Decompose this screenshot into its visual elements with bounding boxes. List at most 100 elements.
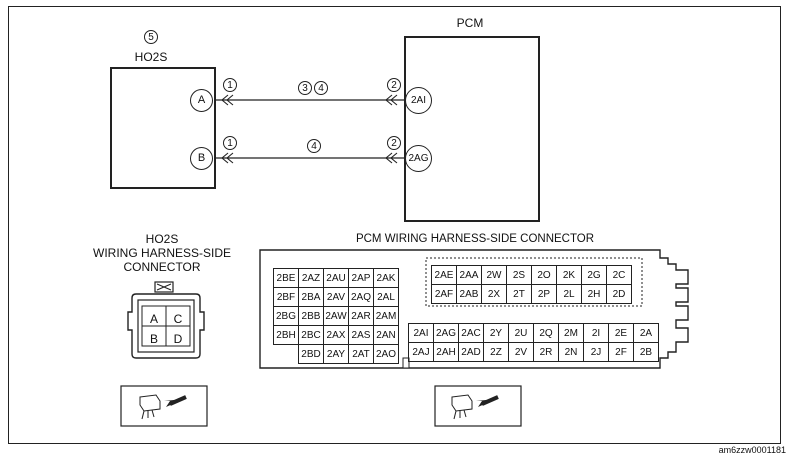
- pin-2AN: 2AN: [373, 325, 399, 345]
- pin-empty: [274, 345, 299, 364]
- pin-2AF: 2AF: [431, 284, 457, 304]
- circuit-4-bottom: 4: [307, 139, 321, 153]
- ho2s-box: [110, 67, 216, 189]
- pin-2AU: 2AU: [323, 268, 349, 288]
- pin-2J: 2J: [583, 342, 609, 362]
- pin-2AT: 2AT: [348, 344, 374, 364]
- pin-2AY: 2AY: [323, 344, 349, 364]
- pin-2BH: 2BH: [273, 325, 299, 345]
- ho2s-pin-d: D: [173, 332, 183, 346]
- pcm-right-bottom-row: 2AI 2AG 2AC 2Y 2U 2Q 2M 2I 2E 2A: [408, 323, 659, 343]
- pin-2AR: 2AR: [348, 306, 374, 326]
- pcm-left-block: 2BE 2AZ 2AU 2AP 2AK 2BF 2BA 2AV 2AQ 2AL …: [273, 268, 399, 364]
- pcm-terminal-2ag: 2AG: [405, 145, 432, 172]
- pin-2AG: 2AG: [433, 323, 459, 343]
- pin-2I: 2I: [583, 323, 609, 343]
- ho2s-connector-title-1: HO2S: [145, 232, 179, 246]
- pin-2T: 2T: [506, 284, 532, 304]
- pin-2AO: 2AO: [373, 344, 399, 364]
- ho2s-terminal-b: B: [190, 147, 213, 170]
- pin-2AW: 2AW: [323, 306, 349, 326]
- pin-2B: 2B: [633, 342, 659, 362]
- ho2s-terminal-a: A: [190, 89, 213, 112]
- pin-2BC: 2BC: [298, 325, 324, 345]
- pin-2BG: 2BG: [273, 306, 299, 326]
- pin-2AZ: 2AZ: [298, 268, 324, 288]
- pin-2BF: 2BF: [273, 287, 299, 307]
- circuit-1-top: 1: [223, 78, 237, 92]
- ho2s-connector-title-2: WIRING HARNESS-SIDE: [92, 246, 232, 260]
- pin-2O: 2O: [531, 265, 557, 285]
- pin-2Q: 2Q: [533, 323, 559, 343]
- circuit-4-top: 4: [314, 81, 328, 95]
- pin-2F: 2F: [608, 342, 634, 362]
- ho2s-pin-a: A: [149, 312, 159, 326]
- pin-2AC: 2AC: [458, 323, 484, 343]
- pin-2BA: 2BA: [298, 287, 324, 307]
- pin-2AA: 2AA: [456, 265, 482, 285]
- figure-code: am6zzw0001181: [718, 445, 786, 455]
- circuit-3: 3: [298, 81, 312, 95]
- pin-2V: 2V: [508, 342, 534, 362]
- ho2s-connector-face: [127, 281, 205, 359]
- pin-2AV: 2AV: [323, 287, 349, 307]
- circuit-1-bottom: 1: [223, 136, 237, 150]
- diagram-frame: [8, 6, 781, 444]
- pin-2AS: 2AS: [348, 325, 374, 345]
- pcm-right-bottom-block: 2AI 2AG 2AC 2Y 2U 2Q 2M 2I 2E 2A 2AJ 2AH…: [408, 323, 659, 362]
- view-direction-icon: [434, 385, 522, 427]
- pcm-label: PCM: [456, 16, 484, 30]
- pin-2L: 2L: [556, 284, 582, 304]
- ho2s-pin-b: B: [149, 332, 159, 346]
- pin-2R: 2R: [533, 342, 559, 362]
- pin-2AI: 2AI: [408, 323, 434, 343]
- pcm-left-row: 2BG 2BB 2AW 2AR 2AM: [273, 306, 399, 326]
- ho2s-label: HO2S: [134, 50, 168, 64]
- pin-2X: 2X: [481, 284, 507, 304]
- pcm-left-row: 2BE 2AZ 2AU 2AP 2AK: [273, 268, 399, 288]
- pin-2S: 2S: [506, 265, 532, 285]
- pcm-box: [404, 36, 540, 222]
- pcm-left-row: 2BD 2AY 2AT 2AO: [274, 344, 399, 364]
- pin-2G: 2G: [581, 265, 607, 285]
- pin-2A: 2A: [633, 323, 659, 343]
- pcm-right-top-block: 2AE 2AA 2W 2S 2O 2K 2G 2C 2AF 2AB 2X 2T …: [431, 265, 632, 304]
- pin-2BB: 2BB: [298, 306, 324, 326]
- pcm-right-top-row: 2AE 2AA 2W 2S 2O 2K 2G 2C: [431, 265, 632, 285]
- pin-2AM: 2AM: [373, 306, 399, 326]
- pin-2P: 2P: [531, 284, 557, 304]
- pin-2E: 2E: [608, 323, 634, 343]
- ho2s-connector-title-3: CONNECTOR: [123, 260, 201, 274]
- pin-2BE: 2BE: [273, 268, 299, 288]
- circuit-2-top: 2: [387, 78, 401, 92]
- pin-2C: 2C: [606, 265, 632, 285]
- component-number-circle: 5: [144, 30, 158, 44]
- pin-2AJ: 2AJ: [408, 342, 434, 362]
- pin-2AB: 2AB: [456, 284, 482, 304]
- pin-2AQ: 2AQ: [348, 287, 374, 307]
- pin-2Z: 2Z: [483, 342, 509, 362]
- pin-2AD: 2AD: [458, 342, 484, 362]
- pin-2AH: 2AH: [433, 342, 459, 362]
- pcm-left-row: 2BH 2BC 2AX 2AS 2AN: [273, 325, 399, 345]
- pcm-left-row: 2BF 2BA 2AV 2AQ 2AL: [273, 287, 399, 307]
- pcm-right-bottom-row: 2AJ 2AH 2AD 2Z 2V 2R 2N 2J 2F 2B: [408, 342, 659, 362]
- circuit-2-bottom: 2: [387, 136, 401, 150]
- pcm-right-top-row: 2AF 2AB 2X 2T 2P 2L 2H 2D: [431, 284, 632, 304]
- pin-2AL: 2AL: [373, 287, 399, 307]
- pin-2H: 2H: [581, 284, 607, 304]
- ho2s-pin-c: C: [173, 312, 183, 326]
- pin-2W: 2W: [481, 265, 507, 285]
- pin-2N: 2N: [558, 342, 584, 362]
- pin-2M: 2M: [558, 323, 584, 343]
- pcm-terminal-2ai: 2AI: [405, 87, 432, 114]
- pin-2Y: 2Y: [483, 323, 509, 343]
- pin-2AE: 2AE: [431, 265, 457, 285]
- pin-2AK: 2AK: [373, 268, 399, 288]
- pcm-connector-title: PCM WIRING HARNESS-SIDE CONNECTOR: [355, 233, 595, 245]
- pin-2BD: 2BD: [298, 344, 324, 364]
- pin-2AP: 2AP: [348, 268, 374, 288]
- pin-2K: 2K: [556, 265, 582, 285]
- view-direction-icon: [120, 385, 208, 427]
- pin-2D: 2D: [606, 284, 632, 304]
